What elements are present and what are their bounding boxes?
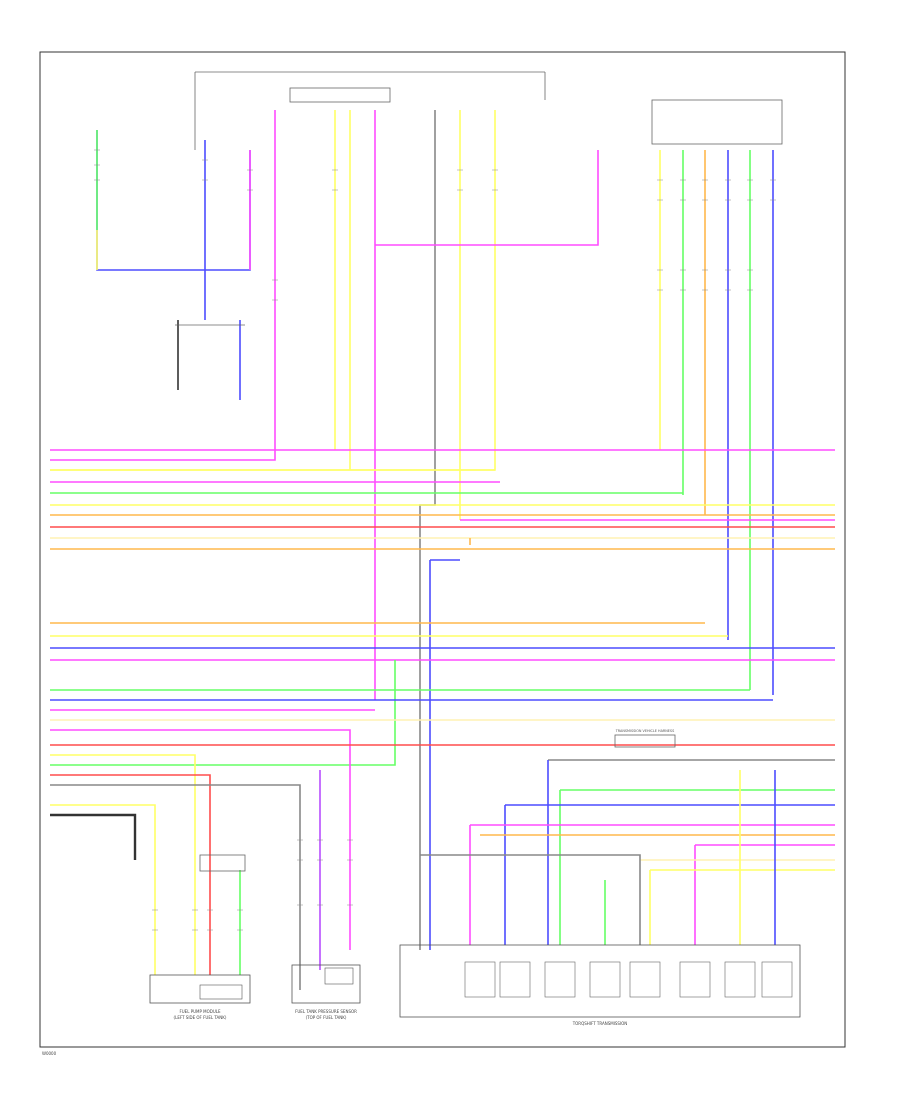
transmission-bus: [420, 734, 835, 945]
middle-harness: [50, 622, 835, 950]
fuel-pump-module-sublabel: (LEFT SIDE OF FUEL TANK): [174, 1015, 227, 1020]
fuel-pump-module-label: FUEL PUMP MODULE: [179, 1009, 221, 1014]
transmission-block: TORQSHIFT TRANSMISSION TRANSMISSION VEHI…: [399, 729, 801, 1026]
fuel-tank-pressure-sensor: FUEL TANK PRESSURE SENSOR (TOP OF FUEL T…: [291, 964, 361, 1020]
lower-left-wires: [50, 754, 321, 990]
fuel-tank-pressure-sensor-label: FUEL TANK PRESSURE SENSOR: [295, 1009, 357, 1014]
diagram-frame: [39, 51, 846, 1048]
top-center-wires: [50, 110, 599, 950]
transmission-connector-label: TRANSMISSION VEHICLE HARNESS: [615, 729, 675, 733]
upper-harness: [50, 449, 835, 950]
top-right-connector: [651, 99, 783, 695]
top-left-modules: [96, 130, 251, 400]
connector-pins: [94, 149, 776, 931]
diagram-code: W0000: [42, 1051, 57, 1056]
fuel-pump-module: FUEL PUMP MODULE (LEFT SIDE OF FUEL TANK…: [149, 974, 251, 1020]
fuel-tank-pressure-sensor-sublabel: (TOP OF FUEL TANK): [306, 1015, 347, 1020]
transmission-label: TORQSHIFT TRANSMISSION: [572, 1021, 628, 1026]
top-bus: [194, 71, 546, 150]
